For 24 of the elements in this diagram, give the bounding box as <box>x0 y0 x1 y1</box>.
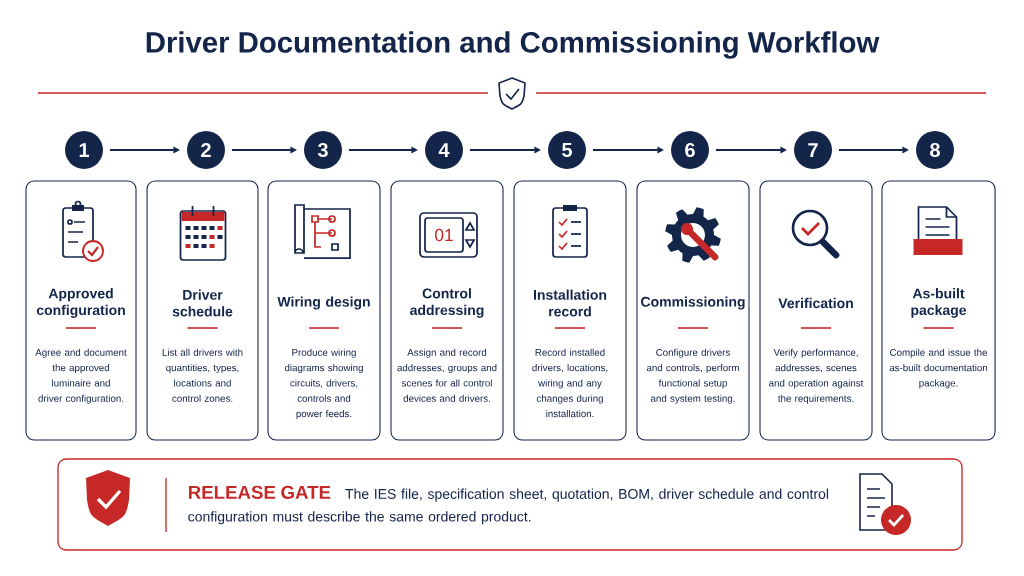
arrow <box>592 146 664 154</box>
arrow <box>231 146 297 154</box>
step-number: 6 <box>671 131 709 169</box>
arrow <box>838 146 909 154</box>
step-card: Driver schedule List all drivers with quantities, types, locations and control zones. <box>146 180 259 441</box>
step-number: 1 <box>65 131 103 169</box>
arrow <box>348 146 418 154</box>
step-card: As-built package Compile and issue the as-built documentation package. <box>881 180 996 441</box>
arrow <box>715 146 787 154</box>
step-number: 2 <box>187 131 225 169</box>
step-card: Verification Verify performance, addresses, scenes and operation against the requirements. <box>759 180 873 441</box>
release-gate-panel: RELEASE GATE The IES file, specification sheet, quotation, BOM, driver schedule and control configuration must describe the same ordered product. <box>57 458 963 551</box>
step-card: Installation record Record installed drivers, locations, wiring and any changes during installation. <box>513 180 627 441</box>
arrow <box>469 146 541 154</box>
arrow <box>109 146 180 154</box>
step-number: 7 <box>794 131 832 169</box>
step-card: Wiring design Produce wiring diagrams showing circuits, drivers, controls and power feeds. <box>267 180 381 441</box>
step-number: 3 <box>304 131 342 169</box>
step-number: 4 <box>425 131 463 169</box>
step-number: 8 <box>916 131 954 169</box>
step-number: 5 <box>548 131 586 169</box>
step-card: Approved configuration Agree and document the approved luminaire and driver configuration. <box>25 180 137 441</box>
step-card: Commissioning Configure drivers and controls, perform functional setup and system testing. <box>636 180 750 441</box>
title: Driver Documentation and Commissioning Workflow <box>146 31 880 59</box>
